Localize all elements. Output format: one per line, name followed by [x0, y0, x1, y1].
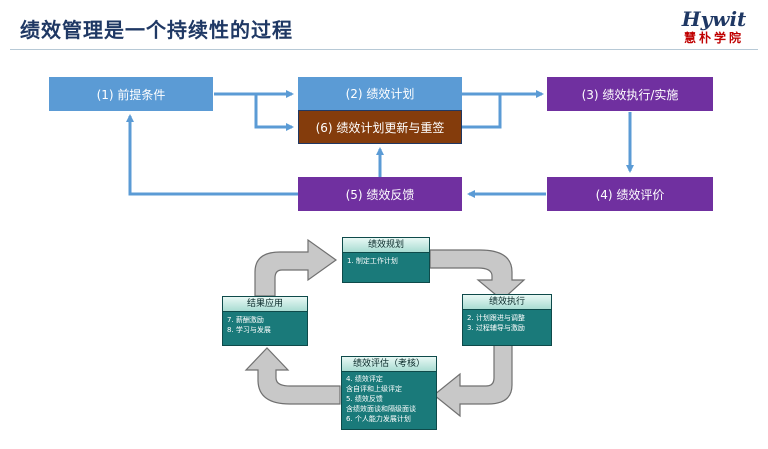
cycle-exec-item: 2. 计划跟进与调整 [467, 314, 525, 322]
cycle-exec-item: 3. 过程辅导与激励 [467, 324, 525, 332]
arrow-6-to-3 [462, 94, 502, 129]
step-feedback: (5) 绩效反馈 [298, 177, 462, 211]
step-prerequisites: (1) 前提条件 [49, 77, 213, 111]
logo-wordmark: Hywit [681, 7, 747, 31]
cycle-box-eval-title: 绩效评估（考核） [342, 357, 436, 372]
cycle-box-apply-title: 结果应用 [223, 297, 307, 312]
arrow-branch-to-6 [254, 94, 294, 131]
cycle-box-eval: 绩效评估（考核） 4. 绩效评定 含自评和上级评定 5. 绩效反馈 含绩效面谈和… [341, 356, 437, 430]
cycle-box-exec: 绩效执行 2. 计划跟进与调整 3. 过程辅导与激励 [462, 294, 552, 346]
cycle-arrow-eval-to-apply [244, 347, 341, 405]
cycle-arrow-exec-to-eval [433, 343, 513, 418]
cycle-box-exec-title: 绩效执行 [463, 295, 551, 310]
cycle-arrow-apply-to-plan [254, 238, 338, 297]
cycle-apply-item: 8. 学习与发展 [227, 326, 271, 334]
cycle-eval-item: 含绩效面谈和隔级面谈 [346, 405, 416, 413]
header-divider [10, 49, 758, 50]
cycle-arrow-plan-to-exec [429, 249, 526, 301]
arrow-5-to-1 [126, 114, 298, 196]
cycle-eval-item: 6. 个人能力发展计划 [346, 415, 411, 423]
cycle-eval-item: 5. 绩效反馈 [346, 395, 383, 403]
step-plan-update: (6) 绩效计划更新与重签 [298, 110, 462, 144]
step-execution: (3) 绩效执行/实施 [547, 77, 713, 111]
step-evaluation: (4) 绩效评价 [547, 177, 713, 211]
cycle-box-apply: 结果应用 7. 薪酬激励 8. 学习与发展 [222, 296, 308, 346]
cycle-plan-item: 1. 制定工作计划 [347, 257, 398, 265]
cycle-box-plan: 绩效规划 1. 制定工作计划 [342, 237, 430, 283]
logo: Hywit 慧朴学院 [668, 8, 760, 46]
logo-chinese-name: 慧朴学院 [683, 31, 744, 45]
page-title: 绩效管理是一个持续性的过程 [20, 18, 293, 42]
cycle-eval-item: 4. 绩效评定 [346, 375, 383, 383]
cycle-eval-item: 含自评和上级评定 [346, 385, 402, 393]
step-performance-plan: (2) 绩效计划 [298, 77, 462, 110]
cycle-box-plan-title: 绩效规划 [343, 238, 429, 253]
cycle-apply-item: 7. 薪酬激励 [227, 316, 264, 324]
